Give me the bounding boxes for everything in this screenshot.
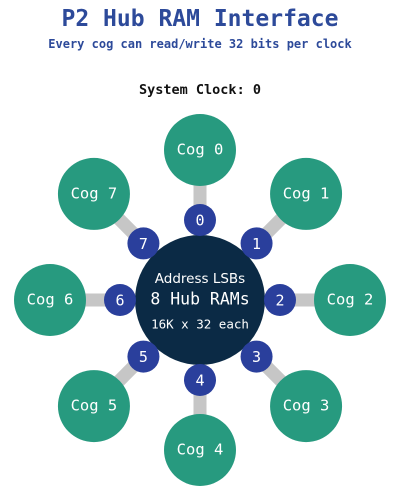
cog-6-label: Cog 6 xyxy=(27,291,74,309)
cog-6-node xyxy=(14,264,86,336)
cog-group: Cog 0 Cog 1 Cog 2 Cog 3 Cog 4 Cog 5 Cog 6 Cog 7 xyxy=(14,114,386,486)
diagram-title: P2 Hub RAM Interface xyxy=(61,6,339,32)
port-7-label: 7 xyxy=(139,235,148,253)
port-3-label: 3 xyxy=(252,348,261,366)
cog-4-label: Cog 4 xyxy=(177,441,224,459)
port-6-node xyxy=(104,284,136,316)
port-5-node xyxy=(127,340,160,373)
port-group: 0 1 2 3 4 5 6 7 xyxy=(104,204,296,396)
hub-ram-title: 8 Hub RAMs xyxy=(150,290,249,309)
port-7-node xyxy=(127,227,160,260)
port-4-label: 4 xyxy=(195,372,204,390)
cog-3-node xyxy=(270,370,343,443)
port-3-node xyxy=(240,340,273,373)
hub-ram-circle xyxy=(135,235,265,365)
port-1-label: 1 xyxy=(252,235,261,253)
port-6-label: 6 xyxy=(115,292,124,310)
cog-5-label: Cog 5 xyxy=(71,397,118,415)
system-clock-readout: System Clock: 0 xyxy=(139,82,261,98)
cog-1-label: Cog 1 xyxy=(283,184,330,202)
hub-address-lsbs-label: Address LSBs xyxy=(155,271,245,287)
cog-0-node xyxy=(164,114,236,186)
port-5-label: 5 xyxy=(139,348,148,366)
cog-7-label: Cog 7 xyxy=(71,184,118,202)
cog-0-label: Cog 0 xyxy=(177,141,224,159)
cog-4-node xyxy=(164,414,236,486)
port-2-node xyxy=(264,284,296,316)
port-1-node xyxy=(240,227,273,260)
port-0-node xyxy=(184,204,216,236)
cog-3-label: Cog 3 xyxy=(283,397,330,415)
cog-2-node xyxy=(314,264,386,336)
cog-7-node xyxy=(57,157,130,230)
cog-1-node xyxy=(270,157,343,230)
port-0-label: 0 xyxy=(195,212,204,230)
port-4-node xyxy=(184,364,216,396)
hub-ram-size: 16K x 32 each xyxy=(151,317,249,332)
port-2-label: 2 xyxy=(275,292,284,310)
diagram-subtitle: Every cog can read/write 32 bits per clo… xyxy=(48,37,352,51)
cog-2-label: Cog 2 xyxy=(327,291,374,309)
cog-5-node xyxy=(57,370,130,443)
